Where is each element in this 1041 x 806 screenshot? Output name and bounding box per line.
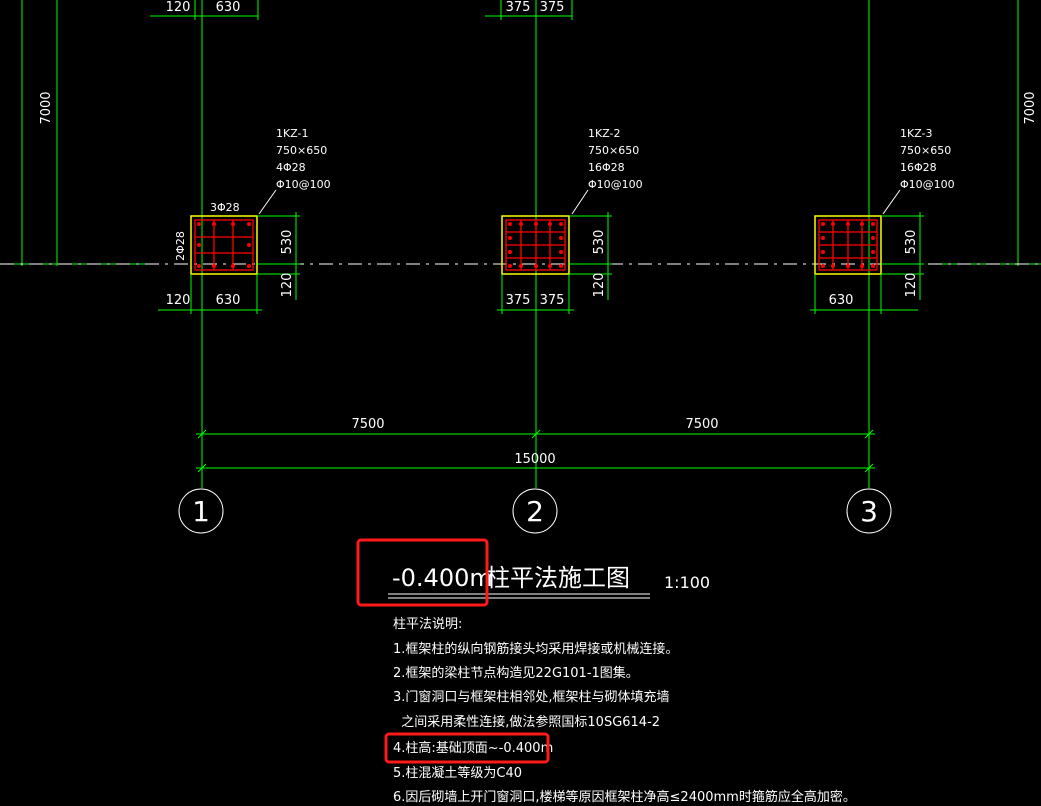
axis-label-1: 1 [192, 495, 210, 528]
dim-bot1-120: 120 [166, 293, 191, 308]
note-5: 5.柱混凝土等级为C40 [393, 765, 522, 781]
dim-bot1-630: 630 [216, 293, 241, 308]
column-3-id: 1KZ-3 [900, 127, 933, 140]
dim-top-375a: 375 [506, 0, 531, 15]
dim-bot2-375a: 375 [506, 293, 531, 308]
dim-bot3-630: 630 [829, 293, 854, 308]
dim-right-7000: 7000 [1023, 91, 1038, 124]
column-1-size: 750×650 [276, 144, 327, 157]
title-scale: 1:100 [664, 573, 710, 592]
right-vertical-dimension: 7000 [930, 0, 1041, 266]
title-elevation: -0.400m [392, 564, 493, 592]
dim-c3-530: 530 [904, 230, 919, 255]
highlight-title-elevation [356, 538, 489, 607]
axis-label-3: 3 [860, 495, 878, 528]
title-name: 柱平法施工图 [486, 564, 630, 592]
column-2-rebar: 16Φ28 [588, 161, 625, 174]
dim-c1-530: 530 [280, 230, 295, 255]
dim-bot2-375b: 375 [540, 293, 565, 308]
dim-c1-120: 120 [280, 273, 295, 298]
left-vertical-dimension: 7000 [0, 0, 150, 266]
column-1-corner-rebar: 3Φ28 [210, 201, 240, 214]
column-1-rebar: 4Φ28 [276, 161, 306, 174]
column-1-stirrup: Φ10@100 [276, 178, 331, 191]
column-2-size: 750×650 [588, 144, 639, 157]
dim-span-2: 7500 [685, 417, 718, 432]
dim-c2-120: 120 [592, 273, 607, 298]
dim-total: 15000 [514, 452, 555, 467]
note-1: 1.框架柱的纵向钢筋接头均采用焊接或机械连接。 [393, 641, 678, 657]
dim-top-120: 120 [166, 0, 191, 15]
dim-c3-120: 120 [904, 273, 919, 298]
column-2-stirrup: Φ10@100 [588, 178, 643, 191]
axis-bubbles: 1 2 3 [178, 488, 892, 534]
notes-block: 柱平法说明: 1.框架柱的纵向钢筋接头均采用焊接或机械连接。 2.框架的梁柱节点… [384, 617, 856, 805]
column-3-rebar: 16Φ28 [900, 161, 937, 174]
highlight-note-4 [384, 732, 550, 764]
note-3-cont: 之间采用柔性连接,做法参照国标10SG614-2 [393, 714, 660, 730]
dim-top-630: 630 [216, 0, 241, 15]
note-heading: 柱平法说明: [393, 617, 462, 632]
axis-bubble-2 [512, 488, 558, 534]
column-1: 1KZ-1 750×650 4Φ28 Φ10@100 3Φ28 2Φ28 530… [158, 127, 331, 314]
column-3-stirrup: Φ10@100 [900, 178, 955, 191]
column-3: 1KZ-3 750×650 16Φ28 Φ10@100 530 120 630 … [810, 127, 955, 314]
column-2-id: 1KZ-2 [588, 127, 621, 140]
column-3-size: 750×650 [900, 144, 951, 157]
column-1-side-rebar: 2Φ28 [174, 231, 187, 261]
axis-bubble-3 [846, 488, 892, 534]
top-dimension-strip: 120 630 375 375 [150, 0, 573, 20]
axis-label-2: 2 [526, 495, 544, 528]
axis-bubble-1 [178, 488, 224, 534]
dim-left-7000: 7000 [39, 91, 54, 124]
note-2: 2.框架的梁柱节点构造见22G101-1图集。 [393, 665, 639, 681]
drawing-title: -0.400m 柱平法施工图 1:100 [356, 538, 710, 607]
note-6: 6.因后砌墙上开门窗洞口,楼梯等原因框架柱净高≤2400mm时箍筋应全高加密。 [393, 789, 856, 805]
span-dimensions: 7500 7500 15000 [196, 417, 875, 473]
column-1-id: 1KZ-1 [276, 127, 309, 140]
dim-span-1: 7500 [351, 417, 384, 432]
note-4: 4.柱高:基础顶面~-0.400m [393, 740, 553, 756]
dim-c2-530: 530 [592, 230, 607, 255]
dim-top-375b: 375 [540, 0, 565, 15]
note-3: 3.门窗洞口与框架柱相邻处,框架柱与砌体填充墙 [393, 689, 670, 705]
column-2: 1KZ-2 750×650 16Φ28 Φ10@100 530 120 375 … [497, 127, 643, 314]
